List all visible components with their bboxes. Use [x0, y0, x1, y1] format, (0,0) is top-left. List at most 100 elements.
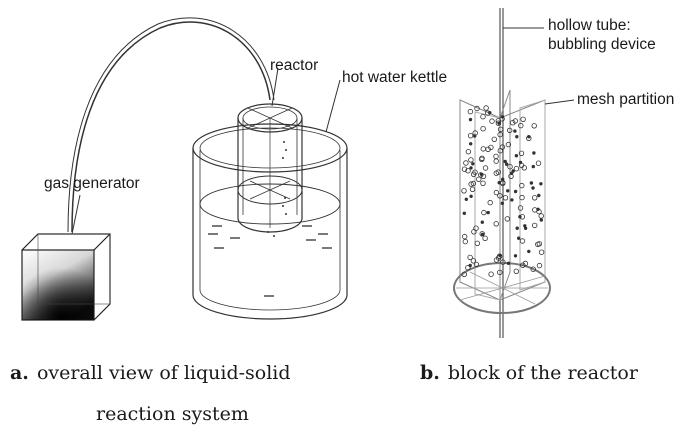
bubble: [513, 189, 518, 194]
bubble: [519, 238, 526, 244]
bubble: [493, 257, 500, 263]
gas-generator-label: gas generator: [44, 175, 140, 192]
bubble: [465, 167, 471, 174]
bubble: [479, 156, 485, 162]
bubble: [506, 189, 510, 193]
bubble: [469, 142, 473, 146]
bubble: [491, 136, 497, 142]
mesh-bubbles: [461, 105, 545, 277]
bubble: [503, 159, 507, 164]
bubble: [469, 166, 473, 170]
bubble: [513, 129, 517, 133]
bubble: [515, 226, 519, 230]
bubble: [493, 153, 499, 160]
caption-a-text-1: overall view of liquid-solid: [36, 362, 291, 384]
bubble: [480, 220, 484, 224]
bubble: [463, 160, 469, 166]
bubble: [493, 158, 499, 164]
caption-b-letter: b.: [420, 362, 440, 384]
bubble: [536, 241, 542, 247]
bubble: [497, 269, 503, 276]
reactor-label: reactor: [270, 57, 318, 74]
bubble: [520, 262, 526, 268]
bubble: [471, 162, 475, 166]
caption-b-text: block of the reactor: [447, 362, 638, 384]
bubble: [539, 218, 543, 222]
bubble: [537, 193, 541, 198]
bubble: [500, 180, 506, 186]
bubble: [497, 126, 504, 132]
bubble: [482, 165, 489, 171]
bubble: [480, 173, 487, 179]
bubble: [472, 130, 478, 136]
bubble: [471, 229, 477, 235]
bubble: [467, 132, 474, 139]
bubble: [531, 164, 535, 169]
bubble: [467, 254, 473, 261]
bubble: [518, 160, 523, 165]
bubble: [506, 261, 511, 265]
bubble: [507, 127, 513, 134]
bubble: [478, 172, 484, 178]
gas-generator: [21, 233, 111, 321]
bubble: [480, 146, 486, 152]
bubble: [480, 180, 486, 186]
bubble: [468, 181, 474, 187]
bubble: [461, 166, 468, 172]
bubble: [502, 195, 509, 201]
hot-water-kettle-label: hot water kettle: [342, 69, 447, 86]
bubble: [500, 259, 506, 265]
bubble: [513, 254, 518, 258]
bubble: [538, 213, 544, 219]
caption-b: b. block of the reactor: [420, 362, 638, 384]
bubble: [535, 160, 542, 166]
bubble: [517, 205, 524, 211]
bubble: [505, 141, 512, 148]
bubble: [483, 105, 489, 111]
bubble: [529, 181, 534, 185]
gas-tube-inner: [67, 17, 275, 233]
bubble: [465, 265, 471, 271]
bubble: [480, 125, 486, 132]
bubble: [504, 216, 510, 222]
bubble: [539, 182, 543, 186]
bubble: [515, 134, 519, 139]
bubble: [469, 186, 476, 192]
bubble: [461, 271, 467, 277]
mesh-partition: [459, 89, 546, 301]
bubble: [488, 271, 494, 277]
bubble: [505, 162, 509, 166]
gas-tube: [71, 21, 271, 233]
bubble: [497, 193, 503, 199]
bubble: [536, 207, 540, 211]
bubble: [495, 118, 501, 124]
hollow-tube-label-1: hollow tube:: [548, 17, 631, 34]
bottom-ring: [453, 262, 551, 314]
bubble: [473, 261, 480, 268]
bubble: [518, 150, 525, 156]
bubble: [497, 180, 501, 185]
bubble: [536, 262, 543, 269]
bubble: [465, 148, 472, 155]
bubble: [510, 119, 516, 126]
bubble: [480, 232, 485, 236]
caption-a-letter: a.: [10, 362, 29, 384]
bubble: [482, 235, 488, 241]
bubble: [518, 214, 522, 219]
bubble: [510, 198, 514, 202]
caption-a: a. overall view of liquid-solid: [10, 362, 291, 384]
kettle-pointer: [325, 79, 341, 133]
bubble: [493, 189, 500, 196]
bubble: [467, 108, 474, 115]
reactor-bubbles: [267, 141, 287, 237]
bubble: [526, 135, 532, 141]
bubble: [513, 268, 519, 274]
caption-a-line-2: reaction system: [96, 403, 249, 425]
bubble: [461, 188, 467, 194]
bubble: [464, 197, 468, 201]
bubble: [514, 153, 519, 158]
bubble: [495, 120, 502, 126]
bubble: [530, 266, 536, 272]
bubble: [507, 163, 513, 170]
